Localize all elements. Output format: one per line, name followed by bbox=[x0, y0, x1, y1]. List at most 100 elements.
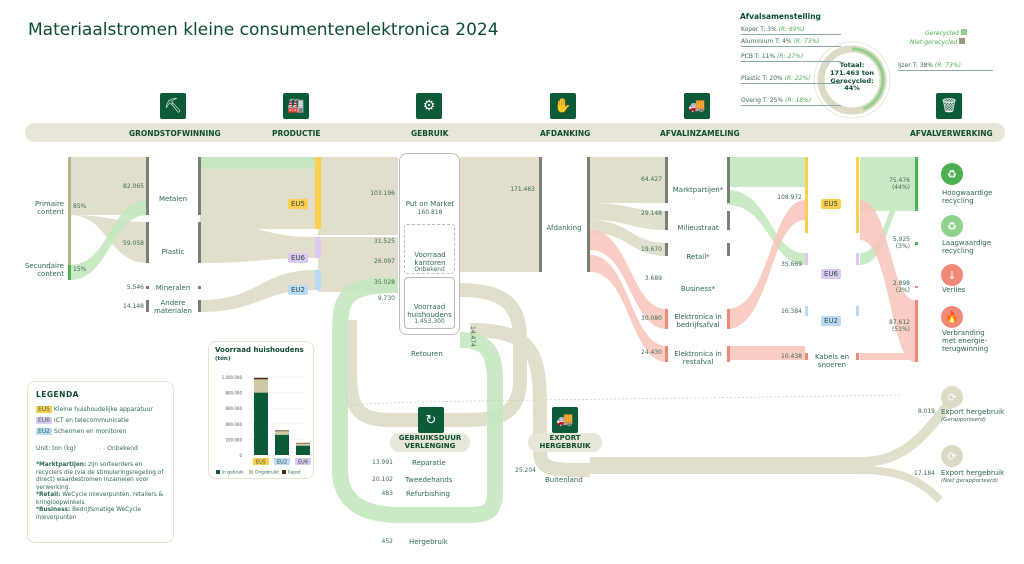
refurbishing-label: Refurbishing bbox=[406, 490, 450, 498]
stage-afdanking: AFDANKING bbox=[540, 129, 591, 138]
bar-ongebruikt bbox=[296, 443, 310, 446]
mineralen-value: 5.546 bbox=[126, 284, 144, 291]
truck-icon: 🚚 bbox=[684, 93, 710, 119]
marktpartijen-value: 64.427 bbox=[641, 176, 662, 183]
incineration-icon: 🔥 bbox=[941, 306, 963, 328]
category-badge bbox=[295, 458, 311, 465]
sorted-eu2-badge: EU2 bbox=[821, 316, 841, 326]
repair-label: Reparatie bbox=[412, 459, 446, 467]
flow-primary bbox=[70, 157, 148, 263]
bar-kapot bbox=[275, 430, 289, 432]
disposal-value: 171.463 bbox=[510, 186, 535, 193]
production-eu2-badge: EU2 bbox=[288, 285, 308, 295]
chart-plot: 0200.000400.000600.000800.0001.000.000EU… bbox=[216, 375, 311, 476]
disposal-label: Afdanking bbox=[546, 224, 582, 232]
cycle-icon: ↻ bbox=[418, 407, 444, 433]
y-tick-label: 600.000 bbox=[225, 406, 242, 411]
legend-items: EU5 Kleine huishoudelijke apparatuur EU6… bbox=[36, 406, 153, 435]
bar-kapot bbox=[254, 377, 268, 380]
loss-icon: ↓ bbox=[941, 264, 963, 286]
chart-title: Voorraad huishoudens bbox=[215, 346, 304, 354]
composition-item: PCB T: 11% (R: 27%) bbox=[741, 53, 841, 62]
bar-kapot bbox=[296, 442, 310, 444]
incineration-label: Verbranding met energie-terugwinning bbox=[942, 329, 989, 354]
flow-export-right bbox=[590, 398, 954, 467]
legend-recycled: Gerecycled bbox=[925, 29, 967, 37]
retail-label: Retail* bbox=[686, 253, 710, 261]
page-title: Materiaalstromen kleine consumentenelekt… bbox=[28, 20, 499, 40]
plastic-value: 59.058 bbox=[123, 240, 144, 247]
export-value: 25.204 bbox=[515, 467, 536, 474]
secondary-label: Secundaire content bbox=[24, 262, 64, 279]
business-label: Business* bbox=[680, 285, 716, 293]
office-stock-box bbox=[404, 224, 455, 274]
use-value-3: 26.097 bbox=[374, 258, 395, 265]
legend-unknown: - - - Onbekend bbox=[95, 445, 138, 452]
export-label: Buitenland bbox=[545, 476, 583, 484]
bar-ongebruikt bbox=[254, 379, 268, 393]
secondhand-value: 20.102 bbox=[372, 476, 393, 483]
incineration-value: 87.612(51%) bbox=[889, 319, 910, 333]
bedrijfsafval-label: Elektronica in bedrijfsafval bbox=[674, 313, 722, 330]
household-stock-box[interactable] bbox=[404, 277, 455, 329]
restafval-value: 24.430 bbox=[641, 349, 662, 356]
export-unreported-sub: (Niet gerapporteerd) bbox=[941, 478, 999, 484]
bedrijfsafval-value: 30.080 bbox=[641, 315, 662, 322]
legend-not-recycled: Niet-gerecycled bbox=[910, 38, 966, 46]
retail-value: 19.670 bbox=[641, 246, 662, 253]
trash-icon: 🗑 bbox=[936, 93, 962, 119]
y-tick-label: 400.000 bbox=[225, 422, 242, 427]
composition-item: Aluminium T: 4% (R: 73%) bbox=[741, 38, 841, 47]
composition-donut bbox=[813, 41, 891, 119]
legend-label: Ongebruikt bbox=[255, 470, 279, 476]
metalen-label: Metalen bbox=[158, 195, 188, 203]
production-eu5-badge: EU5 bbox=[288, 199, 308, 209]
bar-in-gebruik bbox=[254, 392, 268, 455]
legend-title: LEGENDA bbox=[36, 390, 79, 399]
y-tick-label: 1.000.000 bbox=[222, 375, 243, 380]
repair-value: 13.991 bbox=[372, 459, 393, 466]
metalen-value: 82.065 bbox=[123, 183, 144, 190]
low-recycling-label: Laagwaardige recycling bbox=[942, 239, 992, 256]
milieustraat-value: 29.148 bbox=[641, 210, 662, 217]
stage-afvalinzameling: AFVALINZAMELING bbox=[660, 129, 740, 138]
stage-gebruik: GEBRUIK bbox=[411, 129, 449, 138]
sorted-cables-value: 10.438 bbox=[781, 353, 802, 360]
flow-lifetime-loop bbox=[332, 277, 503, 523]
y-tick-label: 0 bbox=[239, 453, 242, 458]
flow-disposal-collection bbox=[590, 157, 667, 256]
andere-label: Andere materialen bbox=[154, 299, 192, 316]
flow-secondary bbox=[70, 200, 148, 280]
y-tick-label: 200.000 bbox=[225, 437, 242, 442]
mineralen-label: Mineralen bbox=[155, 284, 191, 292]
refurbishing-value: 483 bbox=[381, 490, 393, 497]
legend-notes: *Marktpartijen: zijn sorteerders en recy… bbox=[36, 462, 164, 521]
flow-use-disposal bbox=[460, 157, 540, 272]
reuse-label: Hergebruik bbox=[409, 538, 448, 546]
use-value-4: 35.028 bbox=[374, 279, 395, 286]
put-on-market-value: 160.818 bbox=[417, 209, 443, 216]
stage-productie: PRODUCTIE bbox=[272, 129, 321, 138]
andere-value: 14.148 bbox=[123, 303, 144, 310]
put-on-market-label: Put on Market bbox=[405, 200, 455, 208]
loss-label: Verlies bbox=[942, 286, 966, 294]
composition-item: Overig T: 25% (R: 18%) bbox=[741, 97, 841, 106]
export-reported-value: 8.019 bbox=[917, 408, 935, 415]
chart-subtitle: (ton) bbox=[215, 356, 231, 362]
x-tick-label: EU5 bbox=[256, 460, 266, 466]
export-reported-icon: ⟳ bbox=[941, 386, 963, 408]
household-stock-label: Voorraad huishoudens bbox=[407, 303, 452, 320]
bar-in-gebruik bbox=[275, 434, 289, 455]
milieustraat-label: Milieustraat bbox=[677, 224, 719, 232]
retouren-label: Retouren bbox=[411, 350, 443, 358]
office-stock-value: Onbekend bbox=[414, 266, 445, 273]
retouren-value: 14.474 bbox=[469, 326, 476, 347]
legend-label: Kapot bbox=[288, 470, 301, 476]
sorted-eu6-value: 35.669 bbox=[781, 261, 802, 268]
plastic-label: Plastic bbox=[161, 248, 185, 256]
sorted-eu5-value: 108.972 bbox=[777, 194, 802, 201]
stage-band bbox=[25, 123, 1005, 142]
household-stock-value: 1.453.300 bbox=[414, 318, 445, 325]
